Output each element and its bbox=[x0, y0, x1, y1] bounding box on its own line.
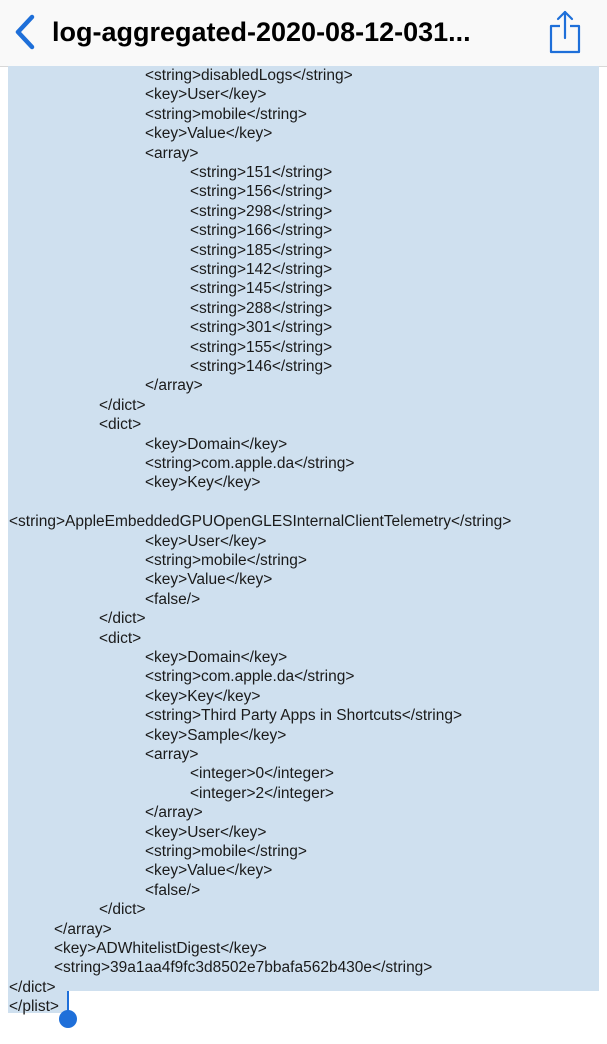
document-line: <key>ADWhitelistDigest</key> bbox=[54, 940, 267, 957]
document-line: </array> bbox=[145, 804, 203, 822]
document-line: <string>155</string> bbox=[190, 338, 333, 356]
document-line: <string>mobile</string> bbox=[145, 105, 307, 123]
document-line: <string>151</string> bbox=[190, 164, 333, 181]
document-line: <string>com.apple.da</string> bbox=[145, 668, 355, 686]
document-line: </dict> bbox=[9, 978, 56, 996]
document-title: log-aggregated-2020-08-12-031... bbox=[52, 17, 471, 47]
document-line: <string>145</string> bbox=[190, 280, 333, 298]
document-line: <false/> bbox=[145, 590, 201, 608]
text-selection-highlight bbox=[8, 66, 599, 991]
document-line: <integer>2</integer> bbox=[190, 784, 334, 802]
document-line: <string>39a1aa4f9fc3d8502e7bbafa562b430e… bbox=[54, 959, 433, 977]
document-line: <key>Domain</key> bbox=[145, 435, 288, 453]
text-selection-highlight-tail bbox=[8, 991, 68, 1013]
document-line: <key>Key</key> bbox=[145, 687, 261, 705]
navigation-bar: log-aggregated-2020-08-12-031... bbox=[0, 0, 607, 67]
document-line: <key>Value</key> bbox=[145, 862, 273, 880]
document-line: <key>User</key> bbox=[145, 532, 267, 550]
selection-handle[interactable] bbox=[59, 1010, 77, 1028]
document-line: <key>Sample</key> bbox=[145, 726, 287, 744]
document-line: <array> bbox=[145, 144, 199, 162]
share-button[interactable] bbox=[548, 8, 582, 56]
document-line: <string>disabledLogs</string> bbox=[145, 67, 353, 84]
document-line: <string>AppleEmbeddedGPUOpenGLESInternal… bbox=[9, 513, 512, 531]
document-line: </array> bbox=[145, 377, 203, 395]
document-line: <string>com.apple.da</string> bbox=[145, 455, 355, 472]
share-icon bbox=[549, 10, 581, 54]
document-line: <key>Key</key> bbox=[145, 474, 261, 492]
document-line: <string>146</string> bbox=[190, 358, 333, 375]
document-line: <string>166</string> bbox=[190, 222, 333, 240]
document-line: </plist> bbox=[9, 998, 59, 1016]
document-line: <key>Domain</key> bbox=[145, 649, 288, 666]
document-line: <string>mobile</string> bbox=[145, 843, 307, 860]
document-line: <key>Value</key> bbox=[145, 571, 273, 589]
document-line: <string>156</string> bbox=[190, 183, 333, 201]
document-line: <string>288</string> bbox=[190, 299, 333, 317]
document-line: <array> bbox=[145, 746, 199, 763]
document-content[interactable]: <string>disabledLogs</string> <key>User</… bbox=[0, 66, 607, 1044]
document-line: </dict> bbox=[99, 610, 146, 628]
document-line: </dict> bbox=[99, 396, 146, 414]
document-line: <dict> bbox=[99, 629, 142, 647]
document-line: <string>185</string> bbox=[190, 241, 333, 259]
selection-caret bbox=[67, 991, 69, 1019]
document-line: <string>142</string> bbox=[190, 261, 333, 278]
document-line: <string>mobile</string> bbox=[145, 552, 307, 569]
document-line: <key>User</key> bbox=[145, 86, 267, 104]
document-line: <string>298</string> bbox=[190, 202, 333, 220]
document-line: <string>301</string> bbox=[190, 319, 333, 337]
document-line: <false/> bbox=[145, 881, 201, 899]
document-line: </array> bbox=[54, 920, 112, 938]
document-line: <integer>0</integer> bbox=[190, 765, 334, 783]
document-line: <string>Third Party Apps in Shortcuts</s… bbox=[145, 707, 463, 725]
document-line: <key>User</key> bbox=[145, 823, 267, 841]
document-line: </dict> bbox=[99, 901, 146, 919]
chevron-left-icon bbox=[15, 14, 35, 50]
document-line: <dict> bbox=[99, 416, 142, 434]
back-button[interactable] bbox=[8, 12, 44, 52]
document-line: <key>Value</key> bbox=[145, 125, 273, 143]
